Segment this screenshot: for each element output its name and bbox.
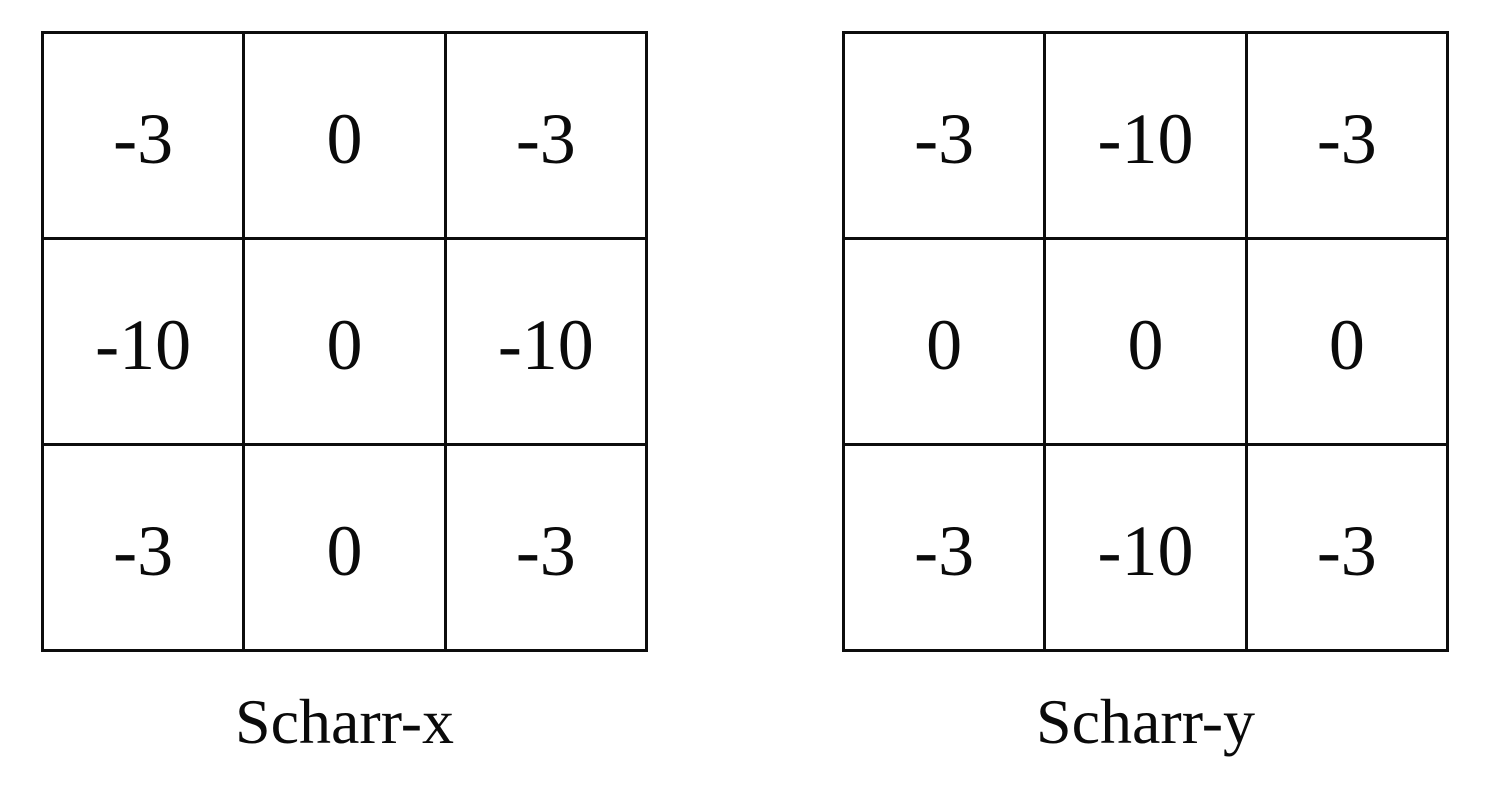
cell-value: -10 <box>95 304 192 385</box>
matrix-cell-y-r1c1: 0 <box>1043 237 1248 446</box>
cell-value: 0 <box>1328 304 1365 385</box>
cell-value: -3 <box>914 510 975 591</box>
kernel-block-scharr-x: -3 0 -3 -10 0 <box>40 31 649 757</box>
matrix-cell-y-r0c2: -3 <box>1244 31 1450 240</box>
matrix-cell-x-r2c1: 0 <box>242 443 447 652</box>
table-row: 0 0 0 <box>841 237 1450 446</box>
table-row: -10 0 -10 <box>40 237 649 446</box>
cell-value: 0 <box>326 98 363 179</box>
matrix-cell-x-r2c2: -3 <box>443 443 649 652</box>
matrix-cell-y-r2c0: -3 <box>841 443 1047 652</box>
cell-value: -3 <box>914 98 975 179</box>
cell-value: 0 <box>326 510 363 591</box>
cell-value: 0 <box>1127 304 1164 385</box>
cell-value: -10 <box>497 304 594 385</box>
kernel-matrix-scharr-x: -3 0 -3 -10 0 <box>40 31 649 652</box>
matrix-cell-y-r1c0: 0 <box>841 237 1047 446</box>
kernel-block-scharr-y: -3 -10 -3 0 0 <box>841 31 1450 757</box>
matrix-cell-y-r0c1: -10 <box>1043 31 1248 240</box>
matrix-cell-x-r2c0: -3 <box>40 443 246 652</box>
kernel-caption-scharr-y: Scharr-y <box>1035 686 1256 757</box>
table-row: -3 -10 -3 <box>841 31 1450 240</box>
cell-value: -3 <box>515 98 576 179</box>
matrix-cell-y-r2c1: -10 <box>1043 443 1248 652</box>
matrix-cell-x-r1c1: 0 <box>242 237 447 446</box>
kernel-caption-scharr-x: Scharr-x <box>234 686 455 757</box>
matrix-cell-y-r2c2: -3 <box>1244 443 1450 652</box>
matrix-cell-y-r1c2: 0 <box>1244 237 1450 446</box>
cell-value: -10 <box>1097 98 1194 179</box>
table-row: -3 -10 -3 <box>841 443 1450 652</box>
matrix-cell-x-r0c1: 0 <box>242 31 447 240</box>
matrix-cell-x-r0c2: -3 <box>443 31 649 240</box>
cell-value: -3 <box>113 98 174 179</box>
matrix-cell-y-r0c0: -3 <box>841 31 1047 240</box>
cell-value: -3 <box>1316 510 1377 591</box>
matrix-cell-x-r1c2: -10 <box>443 237 649 446</box>
cell-value: -3 <box>515 510 576 591</box>
cell-value: 0 <box>926 304 963 385</box>
matrix-cell-x-r1c0: -10 <box>40 237 246 446</box>
cell-value: -3 <box>113 510 174 591</box>
kernel-matrix-scharr-y: -3 -10 -3 0 0 <box>841 31 1450 652</box>
matrix-cell-x-r0c0: -3 <box>40 31 246 240</box>
cell-value: 0 <box>326 304 363 385</box>
table-row: -3 0 -3 <box>40 443 649 652</box>
table-row: -3 0 -3 <box>40 31 649 240</box>
cell-value: -3 <box>1316 98 1377 179</box>
cell-value: -10 <box>1097 510 1194 591</box>
